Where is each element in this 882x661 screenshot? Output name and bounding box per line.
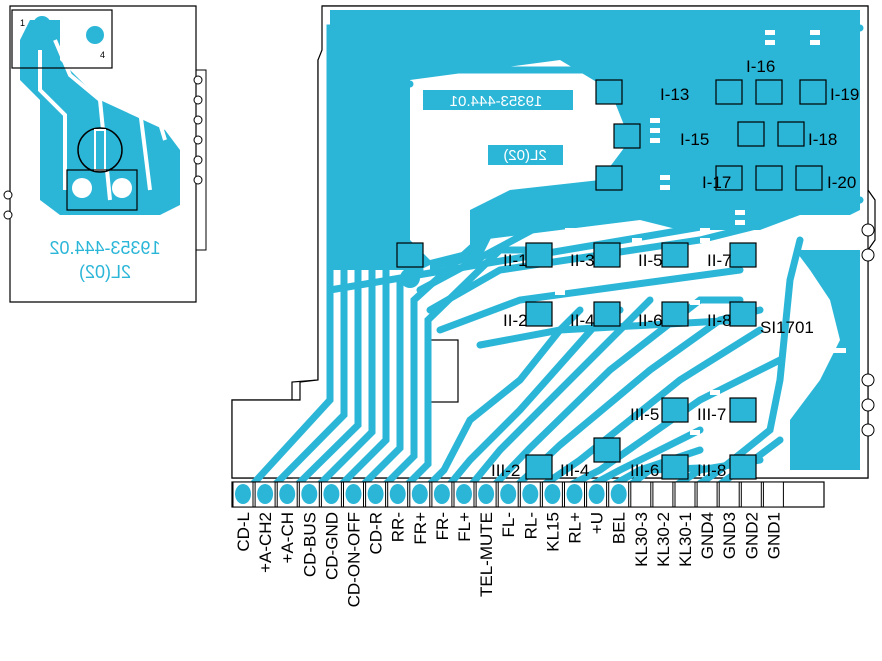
pad-label-iii-7: III-7 [697,405,726,424]
connector-pin-label: KL30-3 [632,512,651,567]
connector-pin-label: CD-BUS [300,512,319,577]
connector-pad-4 [301,484,318,504]
pad-label-iii-4: III-4 [560,461,589,480]
connector-pad-16 [566,484,583,504]
main-board: 19353-444.01 2L(02) I-13 I-15 I-16 I-17 … [231,5,876,607]
connector-pad-5 [323,484,340,504]
connector-pad-14 [522,484,539,504]
pad-label-ii-8: II-8 [707,311,732,330]
connector-pad-1 [235,484,251,504]
pad-label-ii-4: II-4 [570,311,595,330]
connector-pad-11 [456,484,472,504]
small-board-pin-first: 1 [20,18,25,28]
connector-pin-24 [740,481,762,508]
connector-pin-label: GND4 [698,512,717,559]
connector-pin-label: KL15 [543,512,562,552]
pad-label-iii-6: III-6 [630,461,659,480]
pad-label-i-18: I-18 [808,130,837,149]
small-board-pin-last: 4 [100,50,105,60]
connector-pin-label: RL- [521,512,540,539]
connector-pin-label: +A-CH2 [256,512,275,573]
pad-label-ii-5: II-5 [638,251,663,270]
small-board-part-number: 19353-444.02 [49,238,160,258]
connector-pad-7 [367,484,384,504]
connector-pin-label: GND1 [764,512,783,559]
connector-pin-22 [696,481,718,508]
pad-label-ii-2: II-2 [503,311,528,330]
connector-pin-label: FL- [499,512,518,538]
small-board: 1 4 19353-444.02 2L(02) [3,5,207,303]
connector-pad-13 [500,484,517,504]
component-label-si1701: SI1701 [760,318,814,337]
connector-pin-label: CD-L [234,512,253,552]
connector-pad-10 [433,484,450,504]
connector-pad-8 [389,484,406,504]
connector-pin-20 [652,481,674,508]
connector-pin-label: +A-CH [278,512,297,563]
connector-pin-label: GND3 [720,512,739,559]
connector-pin-label: TEL-MUTE [477,512,496,597]
connector-pin-label: CD-R [367,512,386,555]
connector-pin-21 [674,481,696,508]
connector-pin-label: GND2 [742,512,761,559]
connector-pad-12 [478,484,495,504]
connector-pad-6 [345,484,362,504]
pad-label-i-13: I-13 [660,85,689,104]
main-board-revision: 2L(02) [503,147,546,164]
connector-pin-label: +U [588,512,607,534]
connector-pad-15 [544,484,561,504]
small-board-revision: 2L(02) [79,262,131,282]
connector-pin-label: FR+ [411,512,430,545]
pad-label-i-15: I-15 [680,130,709,149]
pad-label-ii-3: II-3 [570,251,595,270]
main-board-part-number: 19353-444.01 [450,93,543,110]
pad-label-i-20: I-20 [827,173,856,192]
pad-label-i-19: I-19 [830,85,859,104]
connector-pin-25 [762,481,784,508]
pad-label-i-16: I-16 [746,57,775,76]
pad-label-ii-7: II-7 [707,251,732,270]
connector-pin-label: RR- [389,512,408,542]
pad-label-i-17: I-17 [702,173,731,192]
pad-label-iii-2: III-2 [491,461,520,480]
connector-pin-19 [630,481,652,508]
connector-pin-label: FL+ [455,512,474,542]
pad-label-iii-5: III-5 [630,405,659,424]
connector-pad-2 [257,484,274,504]
pad-label-iii-8: III-8 [697,461,726,480]
connector-pin-label: FR- [433,512,452,540]
pad-label-ii-1: II-1 [503,251,528,270]
connector-pin-label: KL30-1 [676,512,695,567]
connector-pad-9 [411,484,428,504]
connector-pin-label: RL+ [566,512,585,544]
connector-pin-label: BEL [610,512,629,544]
connector-pin-label: KL30-2 [654,512,673,567]
connector-pin-label: CD-GND [322,512,341,580]
connector-pad-18 [610,484,627,504]
pad-label-ii-6: II-6 [638,311,663,330]
connector-pad-3 [279,484,296,504]
connector-pin-label: CD-ON-OFF [345,512,364,607]
connector-pin-23 [718,481,740,508]
connector-pad-17 [588,484,605,504]
